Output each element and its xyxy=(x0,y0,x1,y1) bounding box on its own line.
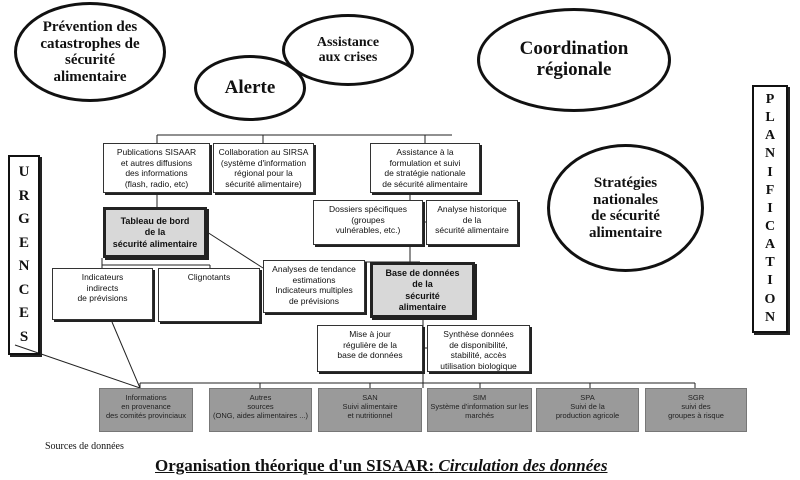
letter: T xyxy=(765,255,775,271)
letter: U xyxy=(18,164,30,181)
box-mise-a-jour: Mise à jour régulière de la base de donn… xyxy=(317,325,423,372)
box-dossiers: Dossiers spécifiques (groupes vulnérable… xyxy=(313,200,423,245)
box-synthese: Synthèse données de disponibilité, stabi… xyxy=(427,325,530,372)
box-base-de-donnees: Base de données de la sécurité alimentai… xyxy=(370,262,475,318)
letter: F xyxy=(765,182,775,198)
ellipse-strategies: Stratégies nationales de sécurité alimen… xyxy=(547,144,704,272)
box-indicateurs: Indicateurs indirects de prévisions xyxy=(52,268,153,320)
source-san: SAN Suivi alimentaire et nutritionnel xyxy=(318,388,422,432)
ellipse-alerte: Alerte xyxy=(194,55,306,121)
letter: A xyxy=(764,237,776,253)
ellipse-assistance-crises: Assistance aux crises xyxy=(282,14,414,86)
letter: C xyxy=(764,219,776,235)
letter: A xyxy=(764,128,776,144)
letter: N xyxy=(764,309,776,325)
diagram-title: Organisation théorique d'un SISAAR: Circ… xyxy=(155,456,607,476)
source-sgr: SGR suivi des groupes à risque xyxy=(645,388,747,432)
letter: O xyxy=(764,291,776,307)
ellipse-coordination: Coordination régionale xyxy=(477,8,671,112)
box-analyse-historique: Analyse historique de la sécurité alimen… xyxy=(426,200,518,245)
box-tableau-de-bord: Tableau de bord de la sécurité alimentai… xyxy=(103,207,207,258)
letter: R xyxy=(18,187,30,204)
letter: E xyxy=(18,305,29,322)
letter: L xyxy=(765,110,775,126)
box-assistance-formulation: Assistance à la formulation et suivi de … xyxy=(370,143,480,193)
box-clignotants: Clignotants xyxy=(158,268,260,322)
letter: I xyxy=(767,200,773,216)
letter: N xyxy=(18,258,30,275)
source-autres: Autres sources (ONG, aides alimentaires … xyxy=(209,388,312,432)
source-comites-provinciaux: Informations en provenance des comités p… xyxy=(99,388,193,432)
box-analyses-tendance: Analyses de tendance estimations Indicat… xyxy=(263,260,365,313)
letter: C xyxy=(18,281,30,298)
sources-label: Sources de données xyxy=(45,441,124,452)
source-spa: SPA Suivi de la production agricole xyxy=(536,388,639,432)
letter: S xyxy=(19,328,29,345)
box-publications: Publications SISAAR et autres diffusions… xyxy=(103,143,210,193)
letter: I xyxy=(767,273,773,289)
letter: G xyxy=(18,211,30,228)
ellipse-prevention: Prévention des catastrophes de sécurité … xyxy=(14,2,166,102)
letter: E xyxy=(18,234,29,251)
letter: N xyxy=(764,146,776,162)
box-collaboration: Collaboration au SIRSA (système d'inform… xyxy=(213,143,314,193)
letter: I xyxy=(767,164,773,180)
title-main: Organisation théorique d'un SISAAR: xyxy=(155,456,435,475)
source-sim: SIM Système d'information sur les marché… xyxy=(427,388,532,432)
letter: P xyxy=(765,92,775,108)
title-italic: Circulation des données xyxy=(438,456,608,475)
